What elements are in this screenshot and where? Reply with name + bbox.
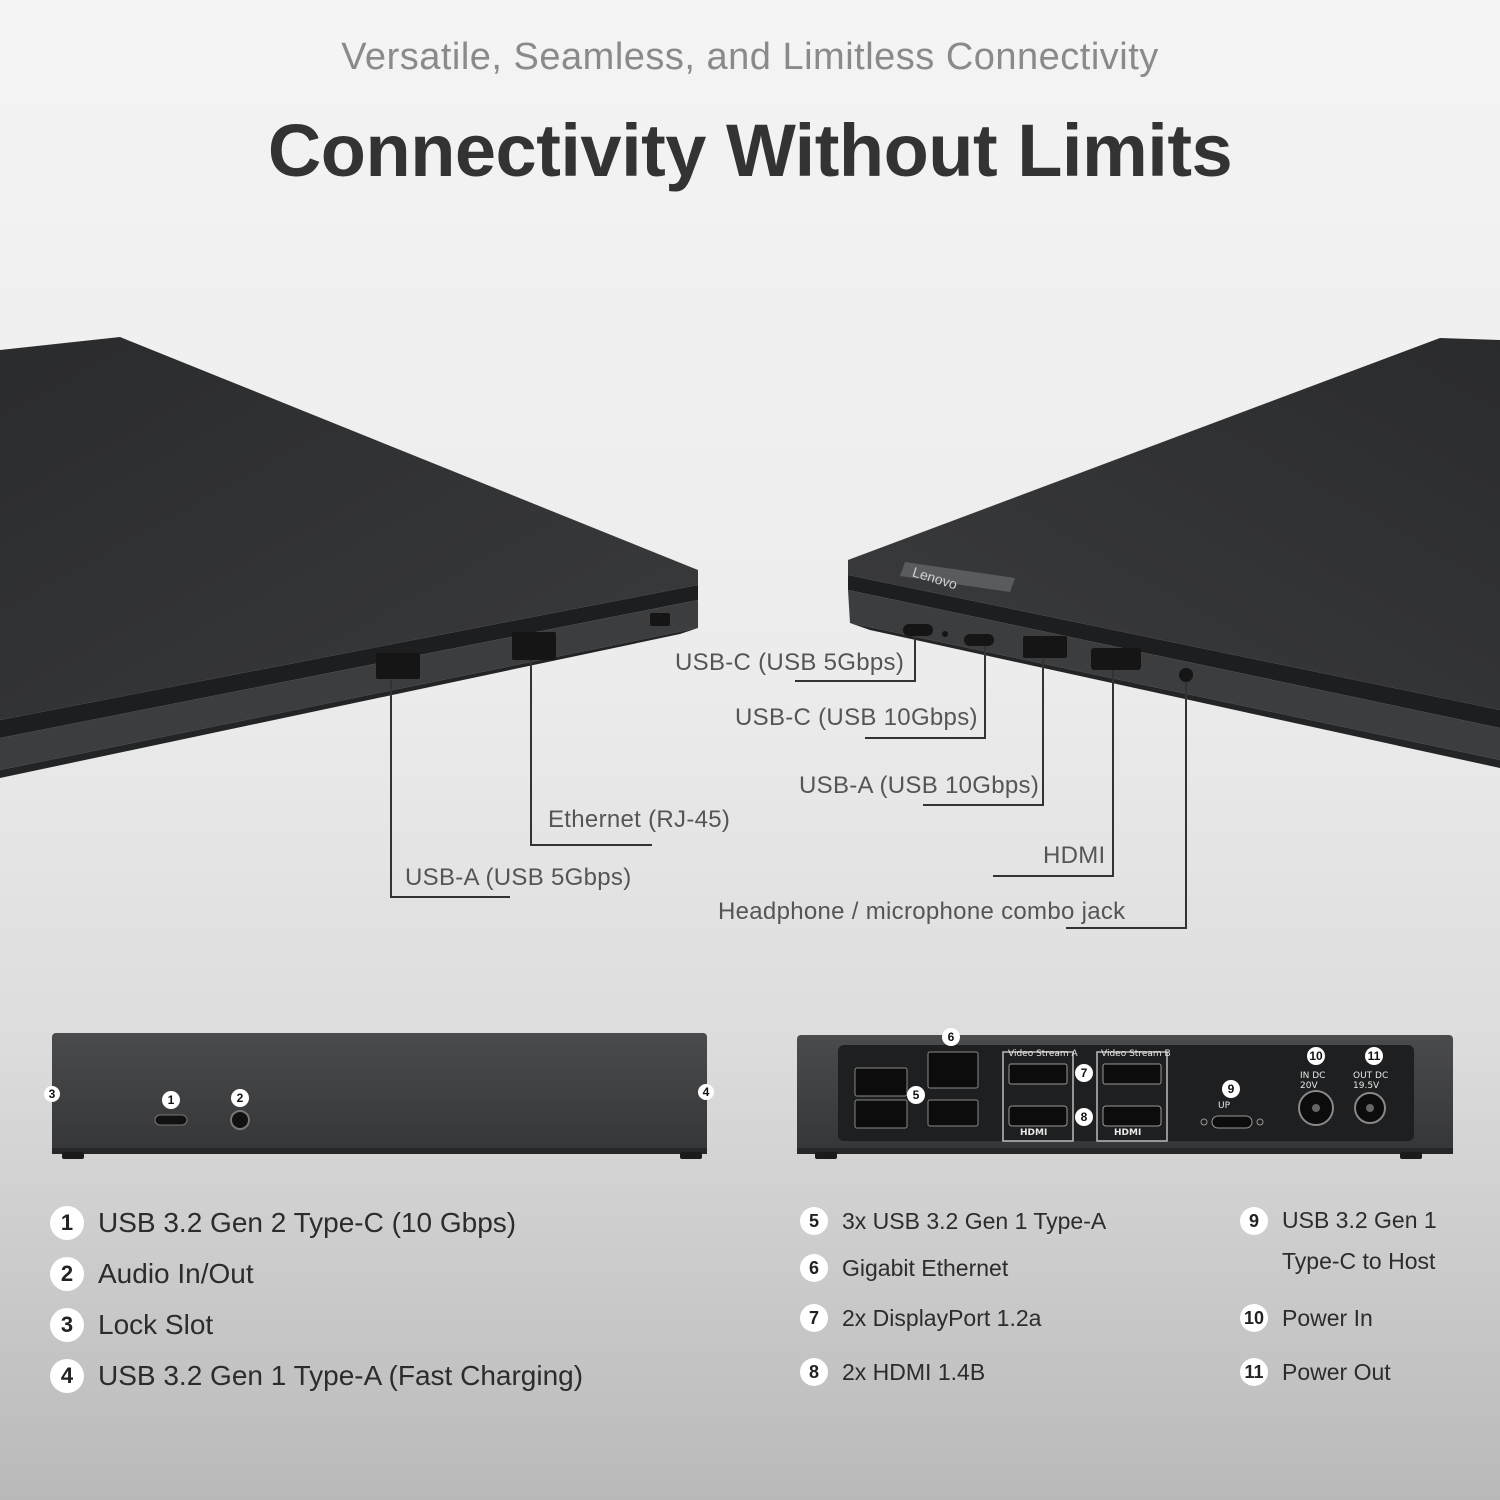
legend-number: 8	[800, 1358, 828, 1386]
legend-text: 2x HDMI 1.4B	[842, 1358, 986, 1385]
legend-text: USB 3.2 Gen 1	[1282, 1207, 1437, 1233]
label-out-dc: OUT DC 19.5V	[1353, 1071, 1389, 1091]
ethernet-port-icon	[512, 632, 556, 660]
legend-item: 7 2x DisplayPort 1.2a	[800, 1304, 1041, 1332]
legend-item: 1 USB 3.2 Gen 2 Type-C (10 Gbps)	[50, 1206, 516, 1240]
badge-1: 1	[162, 1091, 180, 1109]
callout-hdmi: HDMI	[1043, 842, 1106, 869]
label-in-dc: IN DC 20V	[1300, 1071, 1326, 1091]
legend-text: USB 3.2 Gen 1 Type-A (Fast Charging)	[98, 1360, 584, 1391]
badge-5: 5	[907, 1086, 925, 1104]
legend-text: Lock Slot	[98, 1309, 214, 1340]
dock-front	[52, 1033, 707, 1159]
hdmi-port-icon	[1102, 1105, 1162, 1127]
legend-text: Gigabit Ethernet	[842, 1254, 1009, 1281]
usb-a-port-icon	[854, 1099, 908, 1129]
label-video-stream-a: Video Stream A	[1008, 1049, 1078, 1059]
legend-item: 11 Power Out	[1240, 1358, 1391, 1386]
callout-audio-jack: Headphone / microphone combo jack	[718, 898, 1126, 925]
callout-usb-a-5gbps: USB-A (USB 5Gbps)	[405, 864, 632, 891]
badge-6: 6	[942, 1028, 960, 1046]
legend-number: 7	[800, 1304, 828, 1332]
lock-slot-icon	[650, 613, 670, 626]
audio-jack-icon	[230, 1110, 250, 1130]
legend-text: Power Out	[1282, 1358, 1391, 1385]
usb-a-port-icon	[927, 1099, 979, 1127]
label-up: UP	[1218, 1101, 1231, 1111]
badge-8: 8	[1075, 1108, 1093, 1126]
callout-ethernet: Ethernet (RJ-45)	[548, 806, 731, 833]
usb-c-host-port-icon	[1211, 1115, 1253, 1129]
legend-item: 3 Lock Slot	[50, 1308, 213, 1342]
usb-c-port-icon	[903, 624, 933, 636]
badge-11: 11	[1365, 1047, 1383, 1065]
legend-text: Audio In/Out	[98, 1258, 254, 1289]
legend-number: 9	[1240, 1207, 1268, 1235]
hdmi-port-icon	[1091, 648, 1141, 670]
audio-jack-icon	[1179, 668, 1193, 682]
page-subtitle: Versatile, Seamless, and Limitless Conne…	[341, 36, 1159, 78]
legend-number: 4	[50, 1359, 84, 1393]
badge-3: 3	[44, 1086, 60, 1102]
legend-number: 3	[50, 1308, 84, 1342]
legend-text: Power In	[1282, 1304, 1373, 1331]
badge-4: 4	[698, 1084, 714, 1100]
laptop-right	[795, 338, 1500, 929]
legend-number: 6	[800, 1254, 828, 1282]
dock-back	[797, 1035, 1453, 1159]
legend-number: 5	[800, 1207, 828, 1235]
label-hdmi-a: HDMI	[1020, 1128, 1048, 1138]
page-title: Connectivity Without Limits	[267, 109, 1233, 192]
legend-number: 10	[1240, 1304, 1268, 1332]
legend-text-group: USB 3.2 Gen 1 Type-C to Host	[1282, 1200, 1437, 1282]
badge-9: 9	[1222, 1080, 1240, 1098]
legend-item: 5 3x USB 3.2 Gen 1 Type-A	[800, 1207, 1106, 1235]
usb-a-port-icon	[854, 1067, 908, 1097]
hdmi-port-icon	[1008, 1105, 1068, 1127]
label-hdmi-b: HDMI	[1114, 1128, 1142, 1138]
badge-7: 7	[1075, 1064, 1093, 1082]
legend-number: 11	[1240, 1358, 1268, 1386]
usb-a-port-icon	[1023, 636, 1067, 658]
usb-c-port-icon	[154, 1114, 188, 1126]
callout-usb-a-10gbps: USB-A (USB 10Gbps)	[799, 772, 1040, 799]
ethernet-port-icon	[927, 1051, 979, 1089]
legend-item: 6 Gigabit Ethernet	[800, 1254, 1008, 1282]
legend-item: 10 Power In	[1240, 1304, 1373, 1332]
legend-number: 1	[50, 1206, 84, 1240]
legend-item: 8 2x HDMI 1.4B	[800, 1358, 985, 1386]
legend-number: 2	[50, 1257, 84, 1291]
label-video-stream-b: Video Stream B	[1101, 1049, 1171, 1059]
callout-usb-c-5gbps: USB-C (USB 5Gbps)	[675, 649, 905, 676]
usb-c-port-icon	[964, 634, 994, 646]
legend-text: USB 3.2 Gen 2 Type-C (10 Gbps)	[98, 1207, 517, 1238]
badge-10: 10	[1307, 1047, 1325, 1065]
legend-text: Type-C to Host	[1282, 1248, 1436, 1274]
displayport-port-icon	[1102, 1063, 1162, 1085]
legend-item: 9 USB 3.2 Gen 1 Type-C to Host	[1240, 1207, 1437, 1282]
legend-item: 4 USB 3.2 Gen 1 Type-A (Fast Charging)	[50, 1359, 583, 1393]
legend-item: 2 Audio In/Out	[50, 1257, 254, 1291]
usb-a-port-icon	[376, 653, 420, 679]
displayport-port-icon	[1008, 1063, 1068, 1085]
legend-text: 3x USB 3.2 Gen 1 Type-A	[842, 1207, 1107, 1234]
laptop-left	[0, 337, 698, 898]
legend-text: 2x DisplayPort 1.2a	[842, 1304, 1042, 1331]
callout-usb-c-10gbps: USB-C (USB 10Gbps)	[735, 704, 978, 731]
badge-2: 2	[231, 1089, 249, 1107]
